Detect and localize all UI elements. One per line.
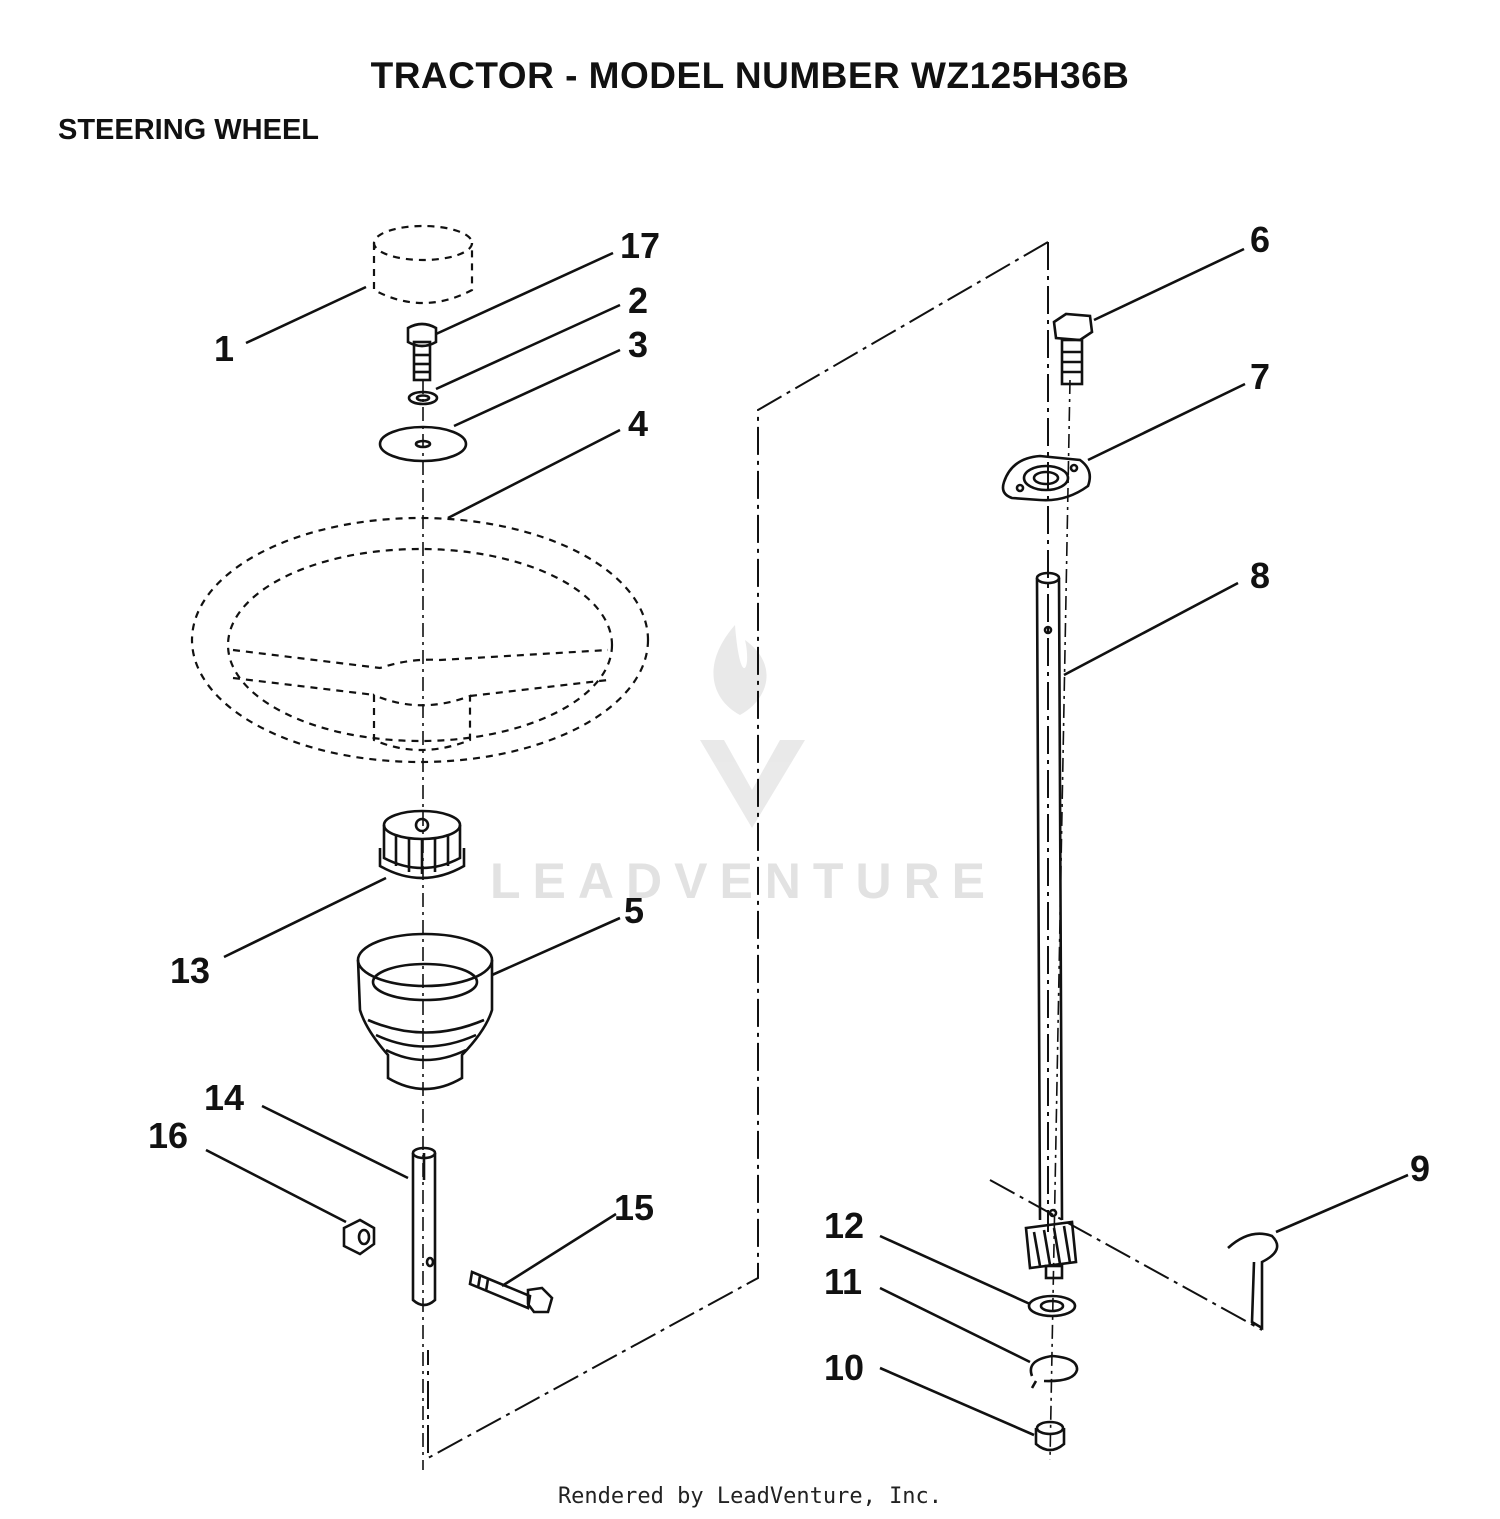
- retaining-ring-part-11: [1029, 1354, 1079, 1389]
- lock-washer-part-2: [407, 390, 439, 406]
- callout-7: 7: [1250, 356, 1270, 397]
- callout-8: 8: [1250, 555, 1270, 596]
- adapter-part-13: [378, 809, 466, 880]
- callout-10: 10: [824, 1347, 864, 1388]
- flange-bearing-part-7: [1001, 454, 1092, 502]
- callout-17: 17: [620, 225, 660, 266]
- callout-14: 14: [204, 1077, 244, 1118]
- section-title: STEERING WHEEL: [58, 114, 320, 146]
- bolt-part-15: [468, 1270, 554, 1314]
- shaft-part-14: [411, 1146, 437, 1307]
- pinion-gear: [1024, 1220, 1078, 1280]
- callout-2: 2: [628, 280, 648, 321]
- callout-5: 5: [624, 890, 644, 931]
- watermark: LEADVENTURE: [490, 853, 998, 909]
- bolt-part-17: [406, 322, 438, 382]
- watermark-logo: [700, 625, 805, 828]
- callout-15: 15: [614, 1187, 654, 1228]
- cap-part-1: [372, 224, 474, 304]
- footer-credit: Rendered by LeadVenture, Inc.: [557, 1484, 943, 1509]
- steering-shaft-part-8: [1035, 571, 1064, 1221]
- flat-washer-part-3: [378, 425, 468, 463]
- callout-1: 1: [214, 328, 234, 369]
- clip-part-9: [1227, 1232, 1279, 1331]
- callout-6: 6: [1250, 219, 1270, 260]
- washer-part-12: [1027, 1294, 1077, 1318]
- steering-wheel-part-4: [190, 516, 650, 764]
- callout-11: 11: [824, 1261, 862, 1302]
- nut-part-16: [342, 1218, 376, 1256]
- boot-part-5: [356, 932, 494, 1091]
- leader-lines: [205, 247, 1409, 1437]
- callout-12: 12: [824, 1205, 864, 1246]
- frame-outline: [427, 241, 1263, 1460]
- bushing-part-10: [1034, 1420, 1066, 1452]
- diagram-title: TRACTOR - MODEL NUMBER WZ125H36B: [370, 55, 1130, 96]
- callout-13: 13: [170, 950, 210, 991]
- callout-4: 4: [628, 403, 648, 444]
- callout-16: 16: [148, 1115, 188, 1156]
- bolt-part-6: [1052, 312, 1094, 386]
- callout-3: 3: [628, 324, 648, 365]
- callout-9: 9: [1410, 1148, 1430, 1189]
